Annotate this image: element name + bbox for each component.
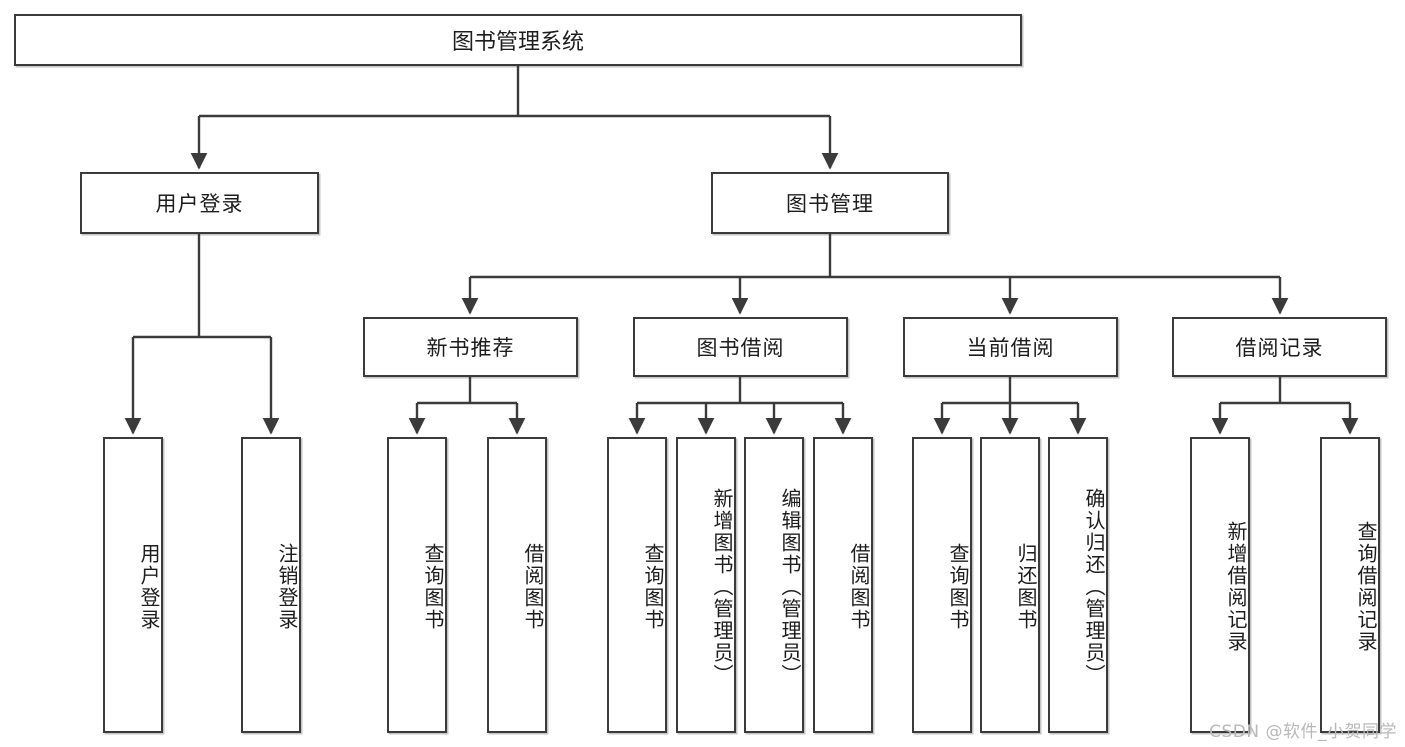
- node-user-login[interactable]: 用户登录: [80, 172, 319, 234]
- node-borrow-record[interactable]: 借阅记录: [1172, 317, 1387, 377]
- node-label: 新书推荐: [426, 336, 515, 360]
- node-label: 借阅图书: [847, 543, 871, 631]
- node-current-borrow[interactable]: 当前借阅: [903, 317, 1118, 377]
- node-label: 用户登录: [155, 192, 244, 216]
- node-label: 图书借阅: [696, 336, 785, 360]
- node-label: 确认归还（管理员）: [1082, 488, 1106, 686]
- node-label: 借阅记录: [1235, 336, 1324, 360]
- leaf-edit-book[interactable]: 编辑图书（管理员）: [744, 437, 804, 733]
- leaf-borrow-book-1[interactable]: 借阅图书: [487, 437, 547, 733]
- leaf-query-book-3[interactable]: 查询图书: [912, 437, 972, 733]
- leaf-user-login[interactable]: 用户登录: [103, 437, 163, 733]
- leaf-query-record[interactable]: 查询借阅记录: [1320, 437, 1380, 733]
- node-book-manage[interactable]: 图书管理: [711, 172, 949, 234]
- node-label: 新增借阅记录: [1224, 521, 1248, 653]
- node-label: 编辑图书（管理员）: [778, 488, 802, 686]
- watermark-csdn: CSDN @软件_小贺同学: [1209, 722, 1397, 742]
- leaf-add-book[interactable]: 新增图书（管理员）: [676, 437, 736, 733]
- leaf-add-record[interactable]: 新增借阅记录: [1190, 437, 1250, 733]
- node-label: 查询图书: [946, 543, 970, 631]
- node-new-book-rec[interactable]: 新书推荐: [363, 317, 578, 377]
- node-label: 查询图书: [421, 543, 445, 631]
- node-label: 新增图书（管理员）: [710, 488, 734, 686]
- node-label: 借阅图书: [521, 543, 545, 631]
- leaf-return-book[interactable]: 归还图书: [980, 437, 1040, 733]
- leaf-query-book-1[interactable]: 查询图书: [387, 437, 447, 733]
- node-label: 查询借阅记录: [1354, 521, 1378, 653]
- node-label: 查询图书: [641, 543, 665, 631]
- node-label: 归还图书: [1014, 543, 1038, 631]
- leaf-confirm-return[interactable]: 确认归还（管理员）: [1048, 437, 1108, 733]
- node-label: 图书管理: [786, 192, 874, 216]
- node-book-borrow[interactable]: 图书借阅: [633, 317, 848, 377]
- leaf-user-logout[interactable]: 注销登录: [241, 437, 301, 733]
- node-label: 当前借阅: [966, 336, 1055, 360]
- node-label: 注销登录: [275, 543, 299, 631]
- leaf-borrow-book-2[interactable]: 借阅图书: [813, 437, 873, 733]
- node-label: 图书管理系统: [451, 30, 584, 55]
- node-label: 用户登录: [137, 543, 161, 631]
- node-root-system[interactable]: 图书管理系统: [14, 14, 1022, 66]
- leaf-query-book-2[interactable]: 查询图书: [607, 437, 667, 733]
